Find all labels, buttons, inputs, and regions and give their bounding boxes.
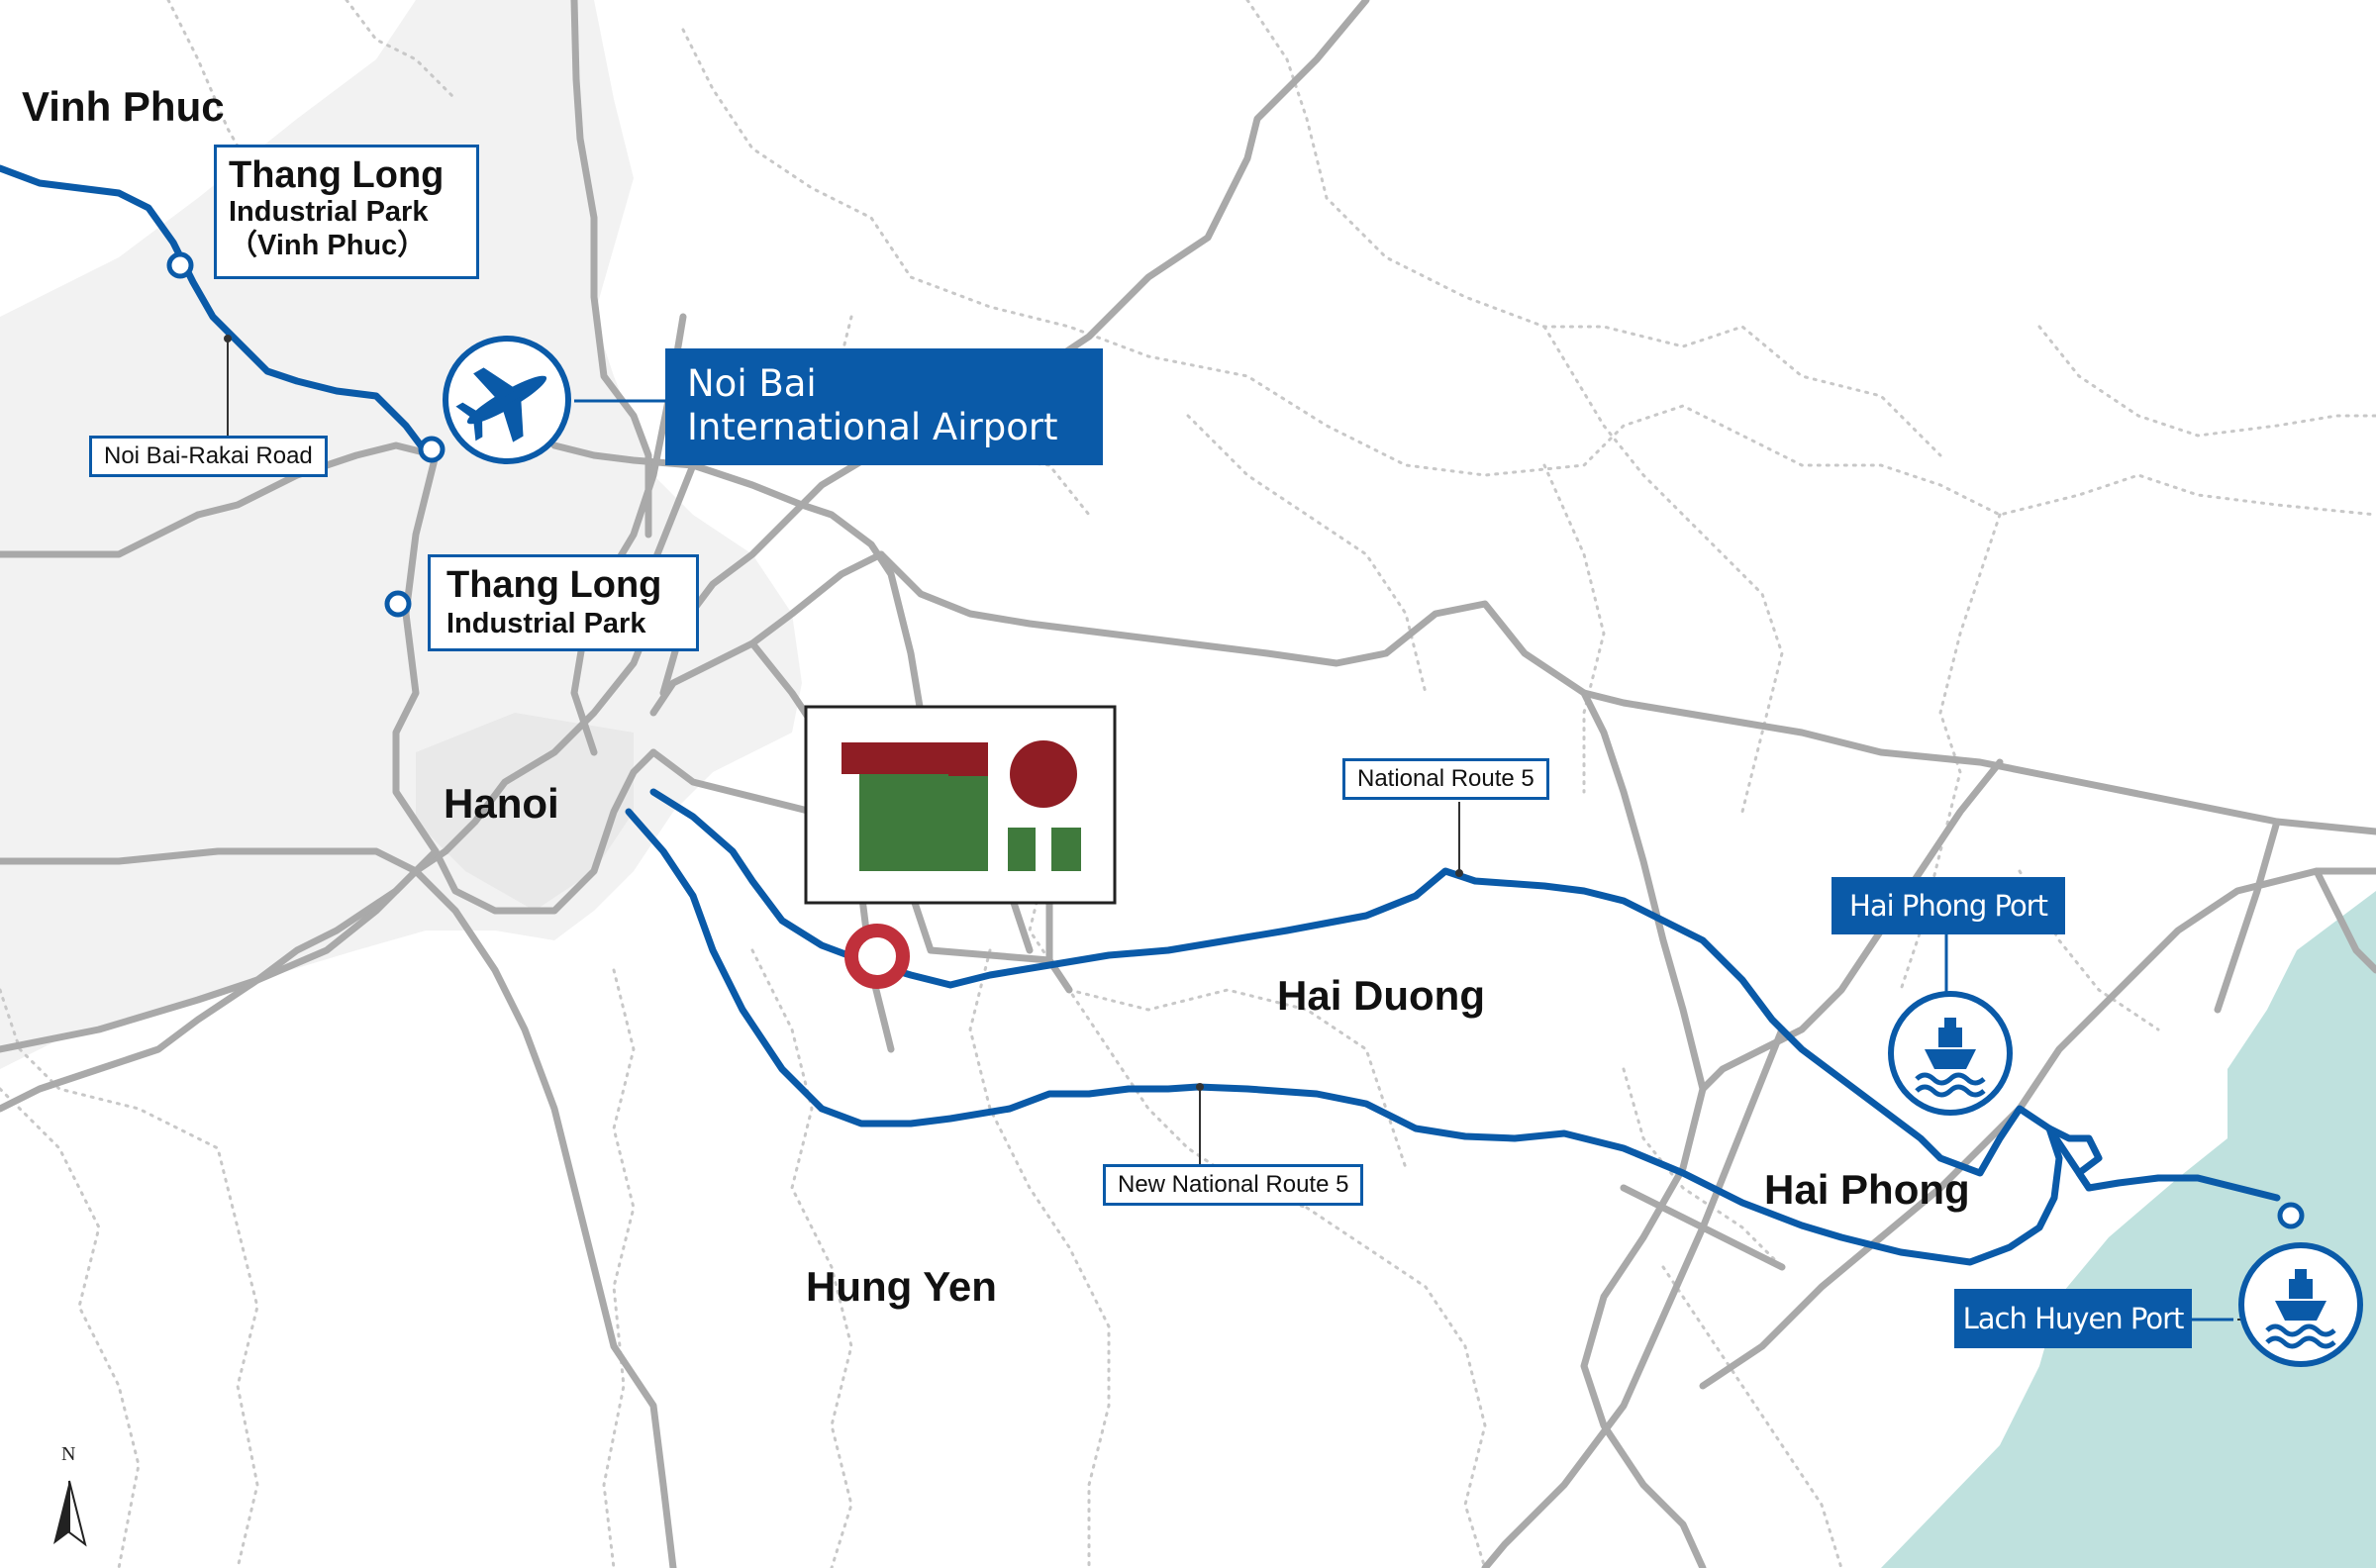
station-thang-long [384, 590, 412, 618]
noi-bai-rakai-road-line [0, 164, 435, 449]
thang-long-vp-line2: Industrial Park [229, 196, 429, 228]
thang-long-title: Thang Long [446, 564, 662, 606]
hai-phong-port-label: Hai Phong Port [1832, 877, 2065, 934]
airport-line2: International Airport [687, 406, 1058, 448]
region-hai-phong: Hai Phong [1764, 1166, 1970, 1213]
hanoi-core [416, 713, 634, 911]
new-national-route-5-label: New National Route 5 [1103, 1164, 1364, 1206]
region-vinh-phuc: Vinh Phuc [22, 83, 225, 130]
station-lach-huyen [2277, 1202, 2305, 1229]
compass-icon [53, 1480, 87, 1547]
thang-long-label: Thang Long Industrial Park [428, 554, 699, 651]
noi-bai-rakai-road-label: Noi Bai-Rakai Road [89, 436, 328, 477]
thang-long-vp-title: Thang Long [229, 154, 445, 196]
stations [166, 251, 2305, 1229]
region-hung-yen: Hung Yen [806, 1263, 997, 1310]
thang-long-line2: Industrial Park [446, 608, 646, 639]
station-noi-bai [418, 436, 446, 463]
region-hanoi: Hanoi [444, 780, 559, 827]
thang-long-vp-line3: （Vinh Phuc） [229, 230, 427, 261]
site-marker [844, 924, 910, 989]
noi-bai-airport-label: Noi Bai International Airport [665, 348, 1103, 465]
company-logo [804, 705, 1117, 905]
national-route-5-label: National Route 5 [1342, 758, 1549, 800]
airport-icon [443, 336, 571, 464]
compass-north-label: N [61, 1443, 76, 1465]
lach-huyen-port-label: Lach Huyen Port [1954, 1289, 2192, 1348]
ship-icon [1888, 991, 2013, 1116]
new-national-route-5-line [625, 808, 2063, 1266]
thang-long-vinh-phuc-label: Thang Long Industrial Park （Vinh Phuc） [214, 145, 479, 279]
sea-inlet [2228, 1039, 2336, 1168]
station-thang-long-vp [166, 251, 194, 279]
lach-huyen-spur [2045, 1125, 2103, 1192]
region-hai-duong: Hai Duong [1277, 972, 1485, 1019]
airport-line1: Noi Bai [687, 362, 817, 405]
ship-icon [2238, 1242, 2363, 1367]
